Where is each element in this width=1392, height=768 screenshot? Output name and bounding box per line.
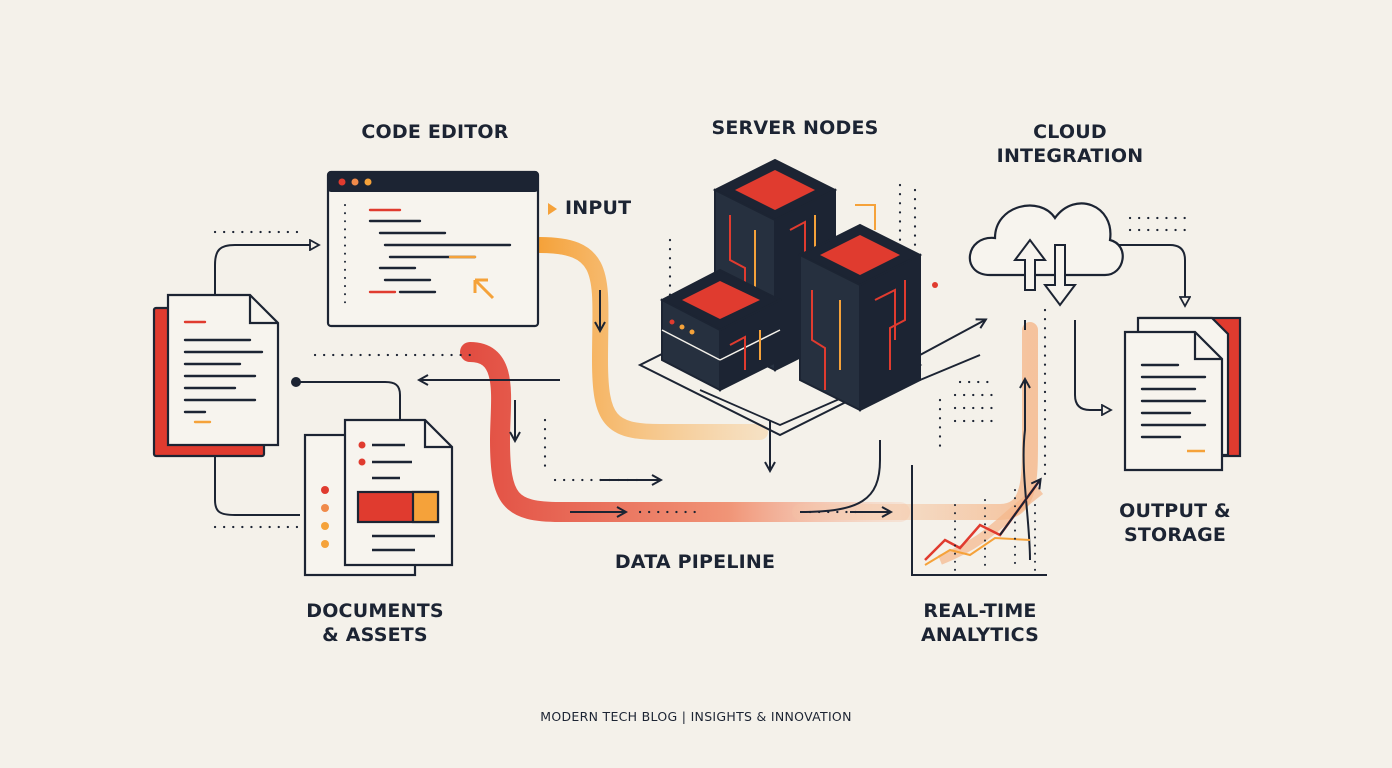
cloud-icon [968, 202, 1124, 307]
data-pipeline-label: DATA PIPELINE [614, 551, 776, 573]
document-stack-icon [152, 293, 280, 458]
cloud-to-storage-arrow [1110, 244, 1185, 305]
assets-document-icon [303, 418, 454, 577]
assets-to-docs-connector [300, 381, 401, 420]
real-time-analytics-label: REAL-TIME ANALYTICS [920, 600, 1040, 646]
code-editor-label: CODE EDITOR [361, 121, 509, 143]
server-signal-marks [855, 204, 938, 288]
pipeline-arrowheads [570, 480, 890, 512]
footer-separator: | [681, 709, 687, 724]
server-nodes-label: SERVER NODES [711, 117, 879, 139]
footer-blog-name: MODERN TECH BLOG [540, 709, 678, 724]
code-editor-window [326, 170, 540, 328]
output-storage-label: OUTPUT & STORAGE [1119, 500, 1231, 546]
input-label: INPUT [565, 197, 632, 219]
output-storage-icon [1123, 316, 1242, 472]
connector-dot [291, 377, 301, 387]
documents-assets-label: DOCUMENTS & ASSETS [306, 600, 444, 646]
footer-subtitle: INSIGHTS & INNOVATION [690, 709, 852, 724]
input-play-icon [548, 203, 557, 215]
docs-bottom-connector [214, 440, 300, 516]
connector-lines [214, 244, 1185, 561]
cursor-icon [473, 278, 495, 300]
cloud-integration-label: CLOUD INTEGRATION [996, 121, 1144, 167]
docs-to-editor-arrow [214, 245, 318, 300]
analytics-chart-icon [911, 465, 1047, 576]
server-nodes-icon [637, 158, 923, 437]
cloud-to-output-arrow [1074, 320, 1110, 410]
dotted-guides [213, 183, 1187, 529]
footer-tagline: MODERN TECH BLOG | INSIGHTS & INNOVATION [0, 709, 1392, 724]
